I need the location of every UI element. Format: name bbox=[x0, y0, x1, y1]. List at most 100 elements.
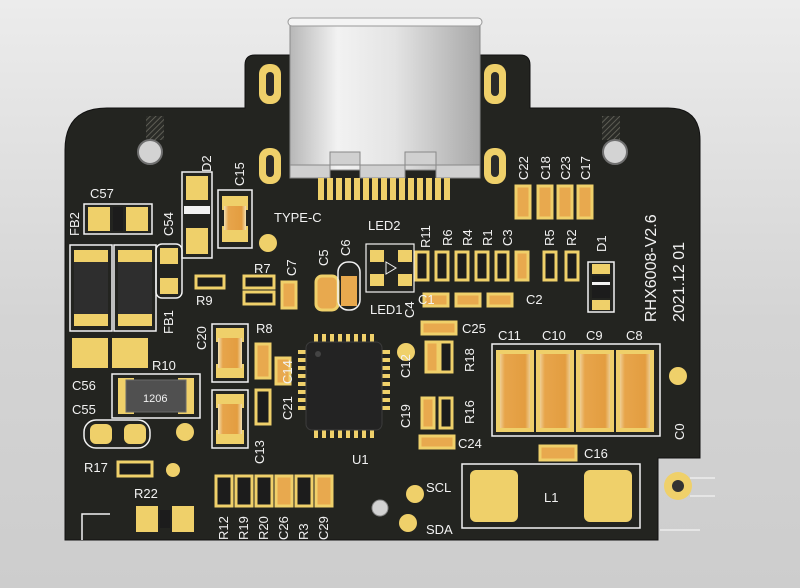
usb-c-connector-icon bbox=[287, 17, 483, 200]
r17-resistor bbox=[116, 460, 154, 478]
des-c24: C24 bbox=[458, 436, 482, 451]
ground-hatch-right bbox=[602, 116, 620, 140]
des-fb2: FB2 bbox=[67, 212, 82, 236]
des-c55: C55 bbox=[72, 402, 96, 417]
des-c29: C29 bbox=[316, 516, 331, 540]
r22-body bbox=[160, 510, 170, 528]
des-r20: R20 bbox=[256, 516, 271, 540]
des-c9: C9 bbox=[586, 328, 603, 343]
des-r3: R3 bbox=[296, 523, 311, 540]
revision-label: RHX6008-V2.6 bbox=[643, 214, 660, 322]
led-icon bbox=[365, 243, 415, 293]
via bbox=[371, 499, 389, 517]
ic-label: U1 bbox=[352, 452, 369, 467]
bottom-resistor-array bbox=[214, 474, 334, 508]
des-c13: C13 bbox=[252, 440, 267, 464]
des-c6: C6 bbox=[338, 239, 353, 256]
c19-r16-c24-parts bbox=[418, 396, 456, 450]
des-fb1: FB1 bbox=[161, 310, 176, 334]
scl-label: SCL bbox=[426, 480, 451, 495]
resistor-row-top bbox=[414, 250, 580, 282]
mounting-hole-icon bbox=[137, 139, 163, 165]
des-c25: C25 bbox=[462, 321, 486, 336]
des-c18: C18 bbox=[538, 156, 553, 180]
date-label: 2021.12 01 bbox=[671, 242, 688, 322]
des-c22: C22 bbox=[516, 156, 531, 180]
c15-capacitor bbox=[217, 189, 253, 249]
r22-pads bbox=[136, 506, 194, 532]
des-r5: R5 bbox=[542, 229, 557, 246]
des-c1: C1 bbox=[418, 292, 435, 307]
corner-mark bbox=[81, 513, 110, 540]
des-r6: R6 bbox=[440, 229, 455, 246]
des-r11: R11 bbox=[418, 225, 433, 248]
fb2-inductor bbox=[69, 244, 157, 332]
des-r1: R1 bbox=[480, 229, 495, 246]
des-c3: C3 bbox=[500, 229, 515, 246]
des-r17: R17 bbox=[84, 460, 108, 475]
c16-capacitor bbox=[538, 444, 578, 462]
c1-c2-capacitors bbox=[422, 292, 514, 308]
edge-marks bbox=[660, 477, 715, 531]
r10-resistor bbox=[111, 373, 201, 419]
des-d1: D1 bbox=[594, 235, 609, 252]
des-led2: LED2 bbox=[368, 218, 401, 233]
des-r2: R2 bbox=[564, 229, 579, 246]
des-c54: C54 bbox=[161, 212, 176, 236]
c14-c21-small-parts bbox=[254, 342, 292, 426]
edge-partial-label: C0 bbox=[672, 423, 687, 440]
des-led1: LED1 bbox=[370, 302, 403, 317]
des-r22: R22 bbox=[134, 486, 158, 501]
des-c17: C17 bbox=[578, 156, 593, 180]
des-d2: D2 bbox=[199, 155, 214, 172]
des-c15: C15 bbox=[232, 162, 247, 186]
des-c26: C26 bbox=[276, 516, 291, 540]
des-c57: C57 bbox=[90, 186, 114, 201]
ground-hatch-left bbox=[146, 116, 164, 140]
top-right-cap-column bbox=[514, 184, 594, 220]
usb-c-mount-pads bbox=[259, 64, 506, 184]
des-c14: C14 bbox=[280, 360, 295, 384]
des-r12: R12 bbox=[216, 516, 231, 540]
d1-diode bbox=[587, 261, 615, 313]
des-r9: R9 bbox=[196, 293, 213, 308]
des-c20: C20 bbox=[194, 326, 209, 350]
des-c5: C5 bbox=[316, 249, 331, 266]
c13-capacitor bbox=[211, 389, 249, 449]
des-r18: R18 bbox=[462, 348, 477, 372]
des-c4: C4 bbox=[402, 301, 417, 318]
c56-capacitor bbox=[72, 338, 148, 368]
mounting-hole-icon bbox=[672, 480, 684, 492]
des-c7: C7 bbox=[284, 259, 299, 276]
connector-label: TYPE-C bbox=[274, 210, 322, 225]
sda-label: SDA bbox=[426, 522, 453, 537]
c5-c6-capacitors bbox=[314, 261, 361, 312]
des-r4: R4 bbox=[460, 229, 475, 246]
des-c8: C8 bbox=[626, 328, 643, 343]
inductor-icon bbox=[461, 463, 641, 529]
des-r8: R8 bbox=[256, 321, 273, 336]
des-c56: C56 bbox=[72, 378, 96, 393]
des-r19: R19 bbox=[236, 516, 251, 540]
c7-capacitor bbox=[280, 280, 298, 310]
des-r10: R10 bbox=[152, 358, 176, 373]
des-r16: R16 bbox=[462, 400, 477, 424]
qfn-chip-icon bbox=[298, 334, 390, 438]
bulk-capacitor-bank bbox=[491, 343, 661, 437]
des-c2: C2 bbox=[526, 292, 543, 307]
c55-capacitor bbox=[83, 419, 151, 449]
mounting-hole-icon bbox=[602, 139, 628, 165]
c57-capacitor bbox=[83, 203, 153, 235]
des-c11: C11 bbox=[498, 328, 521, 343]
des-c16: C16 bbox=[584, 446, 608, 461]
des-c12: C12 bbox=[398, 354, 413, 378]
c12-r18-parts bbox=[420, 320, 458, 374]
inductor-package-label: 1206 bbox=[143, 393, 167, 405]
des-c23: C23 bbox=[558, 156, 573, 180]
c54-capacitor bbox=[155, 243, 183, 299]
small-resistors-left bbox=[194, 274, 276, 306]
des-c10: C10 bbox=[542, 328, 566, 343]
des-c21: C21 bbox=[280, 396, 295, 420]
des-r7: R7 bbox=[254, 261, 271, 276]
